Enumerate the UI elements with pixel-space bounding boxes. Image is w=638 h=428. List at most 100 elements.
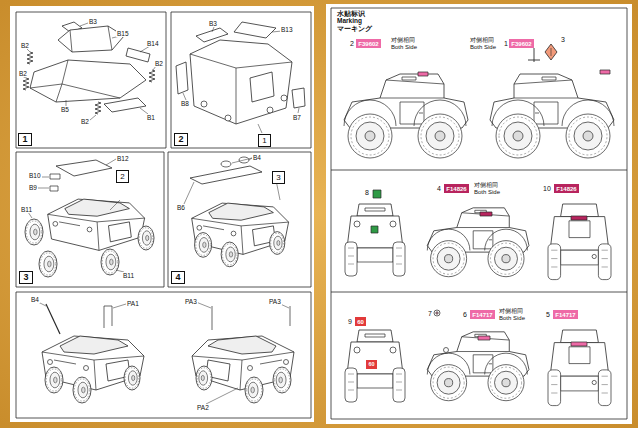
spring-part	[27, 52, 33, 64]
leader-line	[184, 182, 194, 204]
part-number: B2	[18, 70, 28, 77]
side-door	[109, 222, 132, 242]
hull-edge	[514, 80, 578, 98]
part-b9	[50, 186, 58, 191]
part-number: B8	[180, 100, 190, 107]
wheel-rim	[495, 247, 518, 270]
part-b1	[104, 98, 146, 112]
wheel-hub	[48, 261, 52, 267]
wheel	[273, 367, 291, 393]
part-number: B10	[28, 172, 42, 179]
open-roof	[209, 203, 274, 220]
side-door	[473, 231, 493, 249]
tyre	[431, 241, 467, 277]
node-text: F14717	[555, 312, 575, 318]
tyre-tread	[274, 369, 289, 391]
hull-edge	[457, 213, 509, 228]
vehicle-iso-view	[192, 203, 289, 267]
tyre	[598, 244, 611, 280]
tyre-tread	[490, 367, 521, 398]
tyre-tread	[197, 368, 211, 388]
callout-number: 9	[347, 318, 353, 326]
leader-line	[80, 23, 88, 26]
headlight	[231, 231, 236, 236]
tyre-tread	[222, 244, 237, 265]
wheel	[39, 251, 57, 277]
vehicle-side-view	[427, 332, 529, 401]
part-b15	[58, 26, 124, 52]
node-text: 4	[175, 273, 180, 282]
tyre	[73, 377, 91, 403]
decal-label: F14826	[554, 184, 579, 193]
tyre-tread	[46, 369, 61, 391]
decal-label: 60	[366, 360, 377, 369]
leader-line	[298, 108, 299, 113]
door-handle	[535, 113, 539, 114]
turret-top	[357, 330, 393, 342]
right-page	[326, 4, 632, 424]
exhaust	[592, 254, 596, 258]
row-divider	[331, 170, 627, 171]
wheel	[101, 249, 119, 275]
wheel-hub	[502, 255, 510, 263]
node-text: 60	[357, 319, 364, 325]
tyre	[488, 365, 524, 401]
node-text: 3	[23, 273, 28, 282]
wheel	[245, 377, 263, 403]
callout-number: 8	[364, 189, 370, 197]
wheel-rim	[356, 122, 384, 150]
wheel-rim	[30, 224, 40, 240]
step-panel	[16, 152, 164, 287]
part-b4	[221, 161, 231, 167]
wheel	[124, 366, 140, 390]
tyre-tread	[102, 251, 117, 273]
wheel-rim	[248, 382, 258, 398]
part-number: B11	[122, 272, 135, 279]
part-number: PA2	[196, 404, 210, 411]
part-number: B14	[146, 40, 160, 47]
callout-number: 2	[349, 40, 355, 48]
hull-edge	[190, 54, 292, 124]
step-number-box: 3	[19, 271, 33, 284]
headlight	[197, 225, 202, 230]
side-door	[534, 102, 558, 124]
turret-top	[357, 204, 393, 216]
wheel-hub	[583, 131, 593, 141]
wheel-hub	[132, 375, 135, 380]
node-text: F14717	[472, 312, 492, 318]
decal-label: F14717	[553, 310, 578, 319]
wheel-rim	[128, 371, 137, 385]
vision-slit	[542, 77, 556, 80]
antenna-bracket	[104, 306, 112, 328]
row-divider	[331, 292, 627, 293]
leader-line	[113, 304, 126, 308]
side-door	[250, 72, 274, 102]
tyre	[431, 365, 467, 401]
door-handle	[489, 239, 492, 240]
step-panel	[171, 12, 311, 148]
headlight	[284, 360, 289, 365]
spring-part	[149, 70, 155, 82]
part-b3	[196, 28, 228, 42]
step-panel	[16, 12, 166, 148]
tyre-tread	[246, 379, 261, 401]
decal-roundel	[444, 348, 449, 353]
wheel-hub	[435, 131, 445, 141]
part-number: B4	[252, 154, 262, 161]
tyre	[345, 242, 357, 276]
part-number: B7	[292, 114, 302, 121]
spring-part	[23, 78, 29, 90]
tyre	[548, 370, 561, 406]
lower-hull	[561, 250, 599, 265]
part-number: B3	[208, 20, 218, 27]
wheel-hub	[82, 387, 86, 393]
tyre-tread	[421, 117, 459, 155]
axle-stub	[281, 95, 287, 101]
tyre	[496, 114, 540, 158]
callout-number: 5	[545, 311, 551, 319]
headlight	[84, 366, 89, 371]
leader-line	[212, 27, 214, 32]
headlight	[354, 347, 360, 353]
turret-top	[561, 330, 599, 343]
